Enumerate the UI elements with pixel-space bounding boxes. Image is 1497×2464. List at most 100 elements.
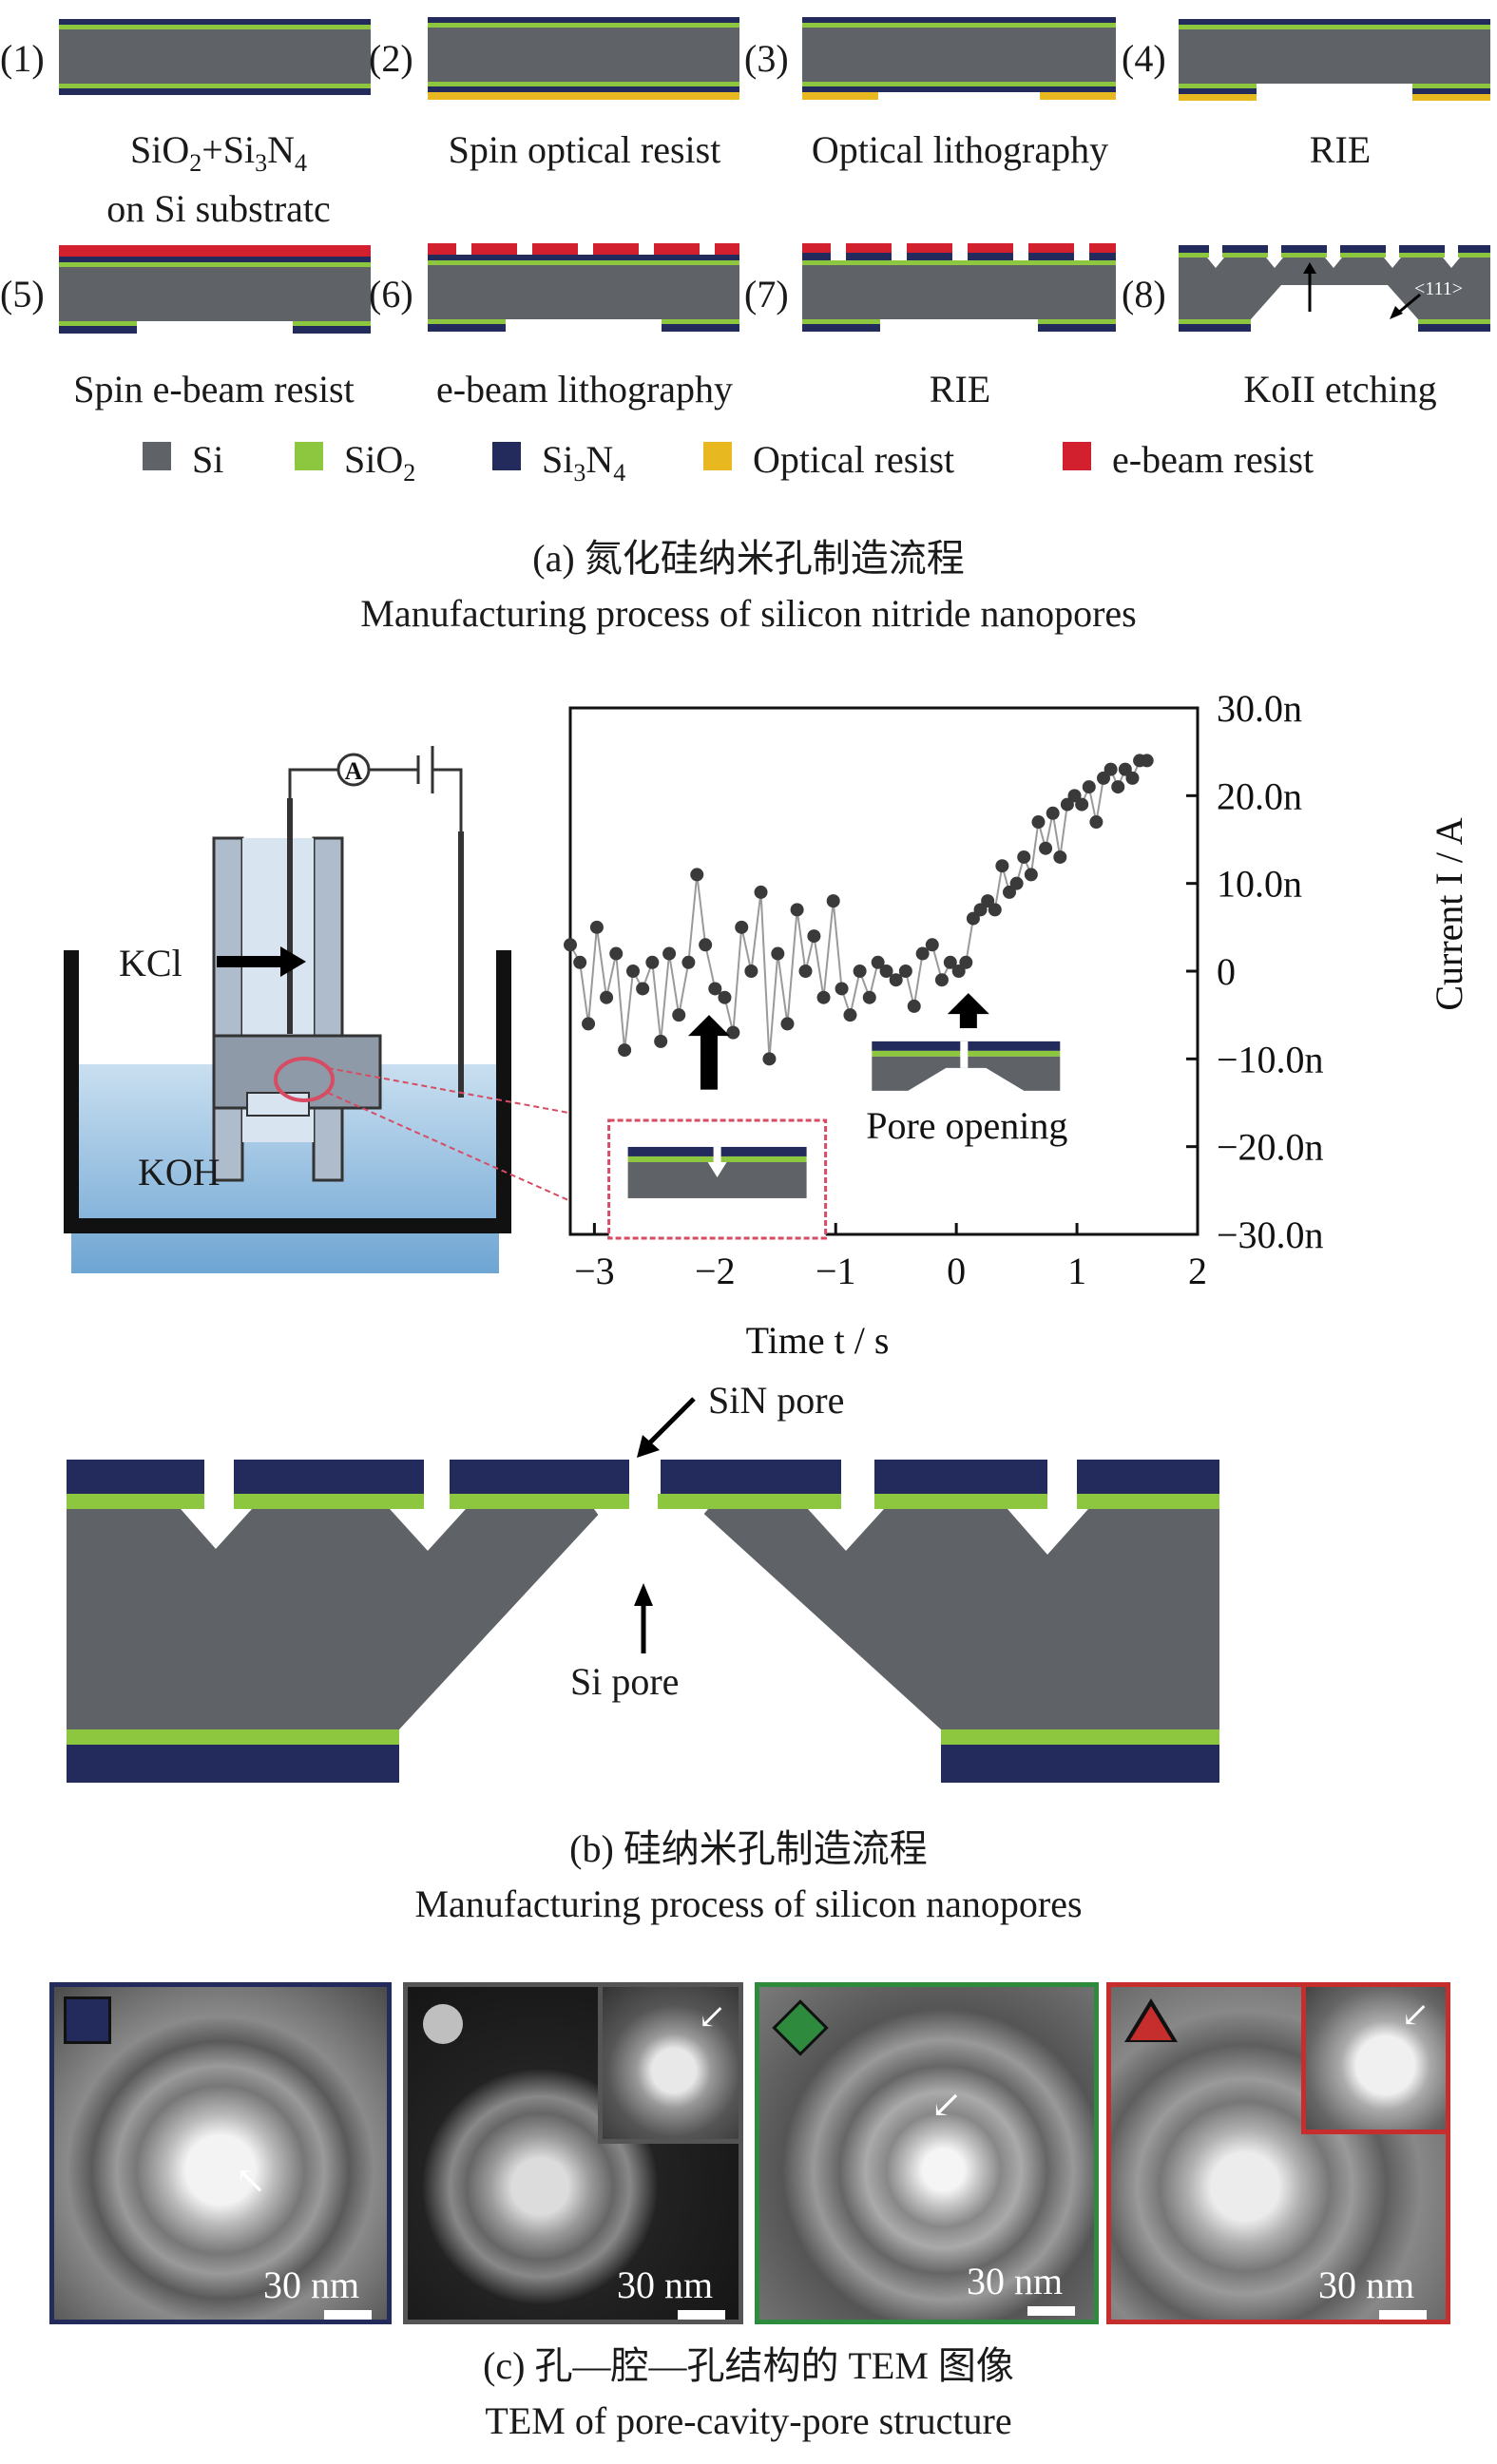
x-tick-label: −2 xyxy=(695,1250,736,1292)
legend-swatch-sio2 xyxy=(295,442,323,470)
wafer-step-1 xyxy=(59,19,371,95)
sin-pore-arrow-icon xyxy=(644,1397,696,1448)
arrow-up-icon-head xyxy=(687,1015,730,1037)
miller-111-label: <111> xyxy=(1414,278,1463,299)
step-label-2: Spin optical resist xyxy=(448,128,721,171)
tem-image-2: ↙ 30 nm xyxy=(403,1982,743,2324)
scale-bar-1 xyxy=(324,2310,372,2320)
data-point xyxy=(959,955,973,969)
data-point xyxy=(1067,789,1082,803)
data-point xyxy=(744,965,758,978)
pore-arrow-icon: ↙ xyxy=(698,1997,727,2035)
koh-label: KOH xyxy=(138,1151,221,1194)
scale-bar-2 xyxy=(678,2310,725,2320)
data-point xyxy=(618,1043,632,1058)
tem-image-3: ↙ 30 nm xyxy=(755,1982,1099,2324)
data-point xyxy=(762,1052,777,1066)
data-point xyxy=(934,973,949,987)
data-point xyxy=(889,973,903,987)
arrow-up-icon xyxy=(959,1010,977,1029)
data-point xyxy=(1060,797,1074,812)
x-tick-label: −3 xyxy=(574,1250,615,1292)
step-label-8: KoII etching xyxy=(1243,368,1437,411)
silicon-nanopore-diagram xyxy=(67,1397,1219,1783)
data-point xyxy=(1046,806,1060,820)
inset-gap xyxy=(713,1146,721,1162)
step-num-5: (5) xyxy=(0,273,45,315)
tem-image-1: ↖ 30 nm xyxy=(49,1982,392,2324)
data-point xyxy=(735,920,749,934)
pore-opening-label: Pore opening xyxy=(866,1104,1067,1147)
data-point xyxy=(925,938,939,952)
data-point xyxy=(1017,850,1031,864)
x-tick-label: 0 xyxy=(947,1250,966,1292)
etching-apparatus: A xyxy=(64,746,570,1273)
caption-a-cn: (a) 氮化硅纳米孔制造流程 xyxy=(532,537,965,580)
step-num-8: (8) xyxy=(1122,273,1166,315)
data-point xyxy=(835,982,849,996)
data-point xyxy=(573,955,587,969)
data-point xyxy=(645,955,660,969)
wafer-step-3 xyxy=(802,17,1116,100)
caption-b-cn: (b) 硅纳米孔制造流程 xyxy=(569,1827,928,1870)
tem-inset-4: ↙ xyxy=(1301,1987,1446,2134)
data-point xyxy=(879,965,893,978)
y-tick-label: −20.0n xyxy=(1217,1126,1324,1169)
miller-100-label: <100> xyxy=(1276,315,1326,335)
legend-swatch-ebeam-resist xyxy=(1063,442,1091,470)
kcl-label: KCl xyxy=(119,942,182,984)
wafer-step-2 xyxy=(428,17,739,100)
data-point xyxy=(981,894,995,908)
x-axis-label: Time t / s xyxy=(746,1319,890,1362)
y-tick-label: 30.0n xyxy=(1217,687,1302,730)
data-point xyxy=(699,938,713,952)
data-point xyxy=(798,965,813,978)
data-point xyxy=(1075,797,1089,812)
data-point xyxy=(853,965,867,978)
data-point xyxy=(1111,780,1125,794)
data-point xyxy=(973,903,988,917)
data-point xyxy=(662,946,677,961)
step-num-4: (4) xyxy=(1122,37,1166,80)
x-tick-label: −1 xyxy=(816,1250,856,1292)
legend-label-optical-resist: Optical resist xyxy=(753,438,955,481)
step-label-6: e-beam lithography xyxy=(435,368,734,411)
arrow-up-icon xyxy=(700,1032,718,1090)
scale-label-3: 30 nm xyxy=(967,2260,1064,2302)
arrow-up-icon-head xyxy=(947,993,989,1015)
scale-bar-3 xyxy=(1027,2306,1075,2316)
pore-arrow-icon: ↙ xyxy=(1401,1996,1430,2034)
wafer-step-5 xyxy=(59,245,371,334)
y-tick-label: −30.0n xyxy=(1217,1213,1324,1256)
scale-label-2: 30 nm xyxy=(617,2263,714,2306)
data-point xyxy=(681,955,696,969)
scale-label-1: 30 nm xyxy=(263,2263,360,2306)
data-point xyxy=(907,999,921,1013)
step-label-3: Optical lithography xyxy=(811,128,1109,171)
data-point xyxy=(1125,771,1140,785)
data-point xyxy=(600,990,614,1004)
data-point xyxy=(966,911,980,926)
legend-label-ebeam-resist: e-beam resist xyxy=(1112,438,1315,481)
data-point xyxy=(790,903,804,917)
data-point xyxy=(780,1017,795,1031)
data-point xyxy=(626,965,640,978)
data-point xyxy=(564,938,577,952)
data-point xyxy=(807,929,821,944)
step-num-2: (2) xyxy=(369,37,413,80)
data-point xyxy=(843,1008,857,1022)
data-point xyxy=(826,894,840,908)
caption-a-en: Manufacturing process of silicon nitride… xyxy=(360,592,1137,635)
wafer-step-8: <100> <111> xyxy=(1179,245,1490,335)
data-point xyxy=(690,868,704,882)
y-axis-label: Current I / A xyxy=(1428,817,1470,1010)
data-point xyxy=(862,990,876,1004)
data-point xyxy=(589,920,604,934)
legend-label-si3n4: Si3N4 xyxy=(542,438,626,487)
data-point xyxy=(1039,841,1053,855)
wafer-step-6 xyxy=(428,243,739,332)
data-point xyxy=(718,990,732,1004)
data-point xyxy=(1009,876,1024,890)
data-point xyxy=(636,982,650,996)
